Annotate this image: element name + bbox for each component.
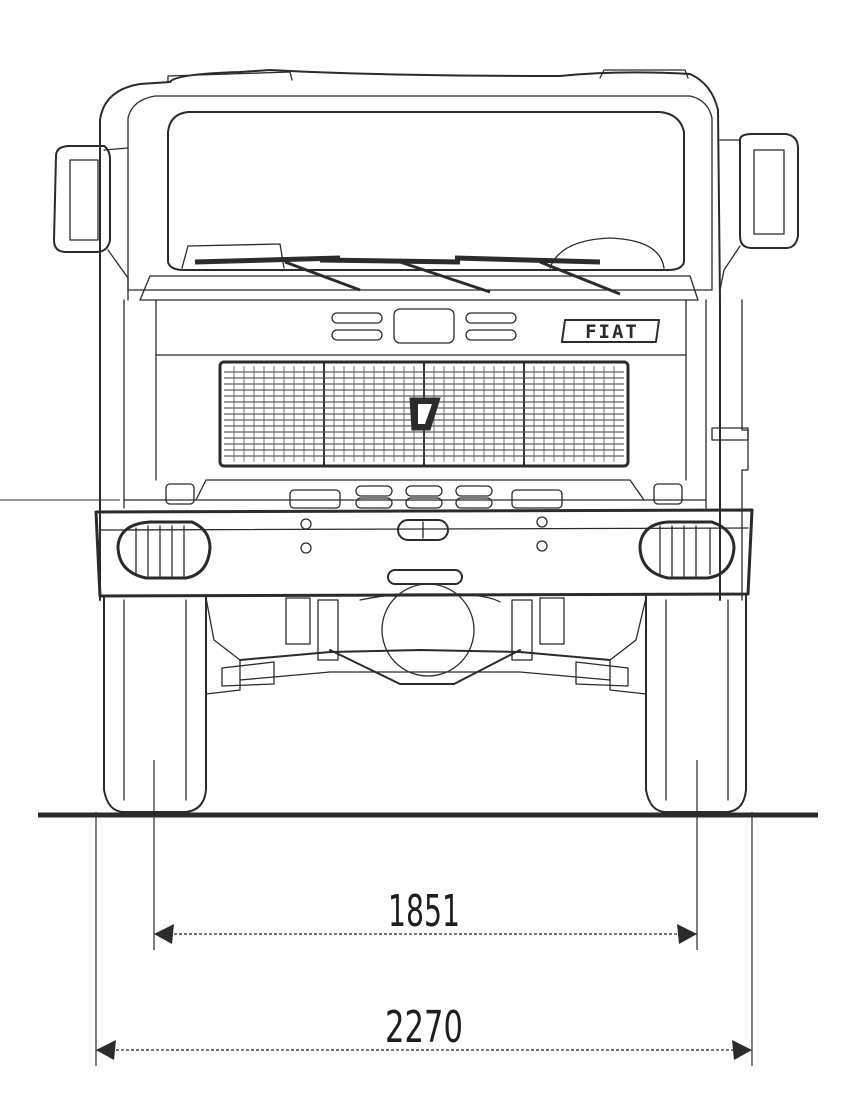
windshield bbox=[167, 111, 685, 271]
windshield-wipers bbox=[181, 237, 665, 296]
left-mirror bbox=[53, 145, 129, 301]
fiat-logo-text: FIAT bbox=[585, 321, 639, 343]
right-mirror bbox=[719, 133, 799, 291]
track-width-label: 1851 bbox=[388, 886, 460, 937]
track-width-arrow-right bbox=[677, 924, 697, 944]
overall-width-dimension: 2270 bbox=[95, 812, 753, 1066]
radiator-grille bbox=[218, 360, 630, 468]
overall-width-arrow-right bbox=[732, 1040, 752, 1060]
cab bbox=[99, 69, 721, 301]
right-wheel bbox=[645, 595, 747, 813]
overall-width-arrow-left bbox=[96, 1040, 116, 1060]
left-headlamp bbox=[116, 520, 212, 580]
front-panel bbox=[99, 299, 749, 601]
fiat-logo-badge: FIAT bbox=[560, 319, 661, 343]
track-width-arrow-left bbox=[154, 924, 174, 944]
left-wheel bbox=[103, 595, 207, 813]
overall-width-label: 2270 bbox=[385, 1002, 463, 1053]
right-headlamp bbox=[638, 520, 736, 580]
upper-vents bbox=[331, 308, 517, 344]
front-axle bbox=[205, 583, 647, 695]
track-width-dimension: 1851 bbox=[153, 760, 698, 950]
lower-vents bbox=[165, 483, 683, 509]
front-bumper bbox=[94, 508, 754, 598]
